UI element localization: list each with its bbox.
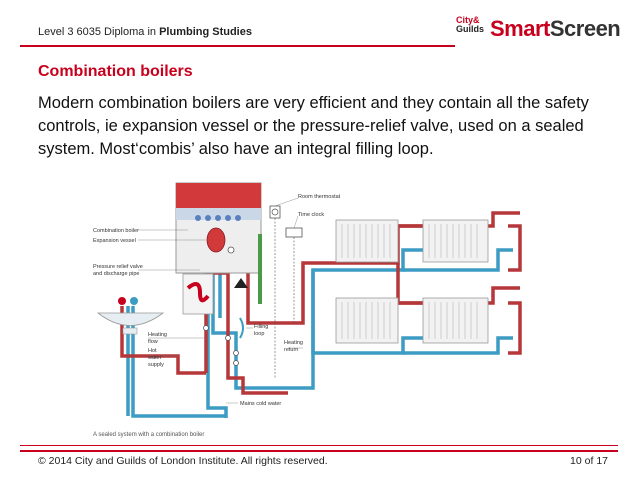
combination-boiler-diagram: Combination boiler Expansion vessel Pres…	[93, 182, 522, 438]
label-hot-water-1: Hot	[148, 348, 157, 354]
wash-basin	[96, 312, 165, 326]
label-hot-water-3: supply	[148, 362, 164, 368]
footer-divider	[20, 445, 618, 446]
label-heating-return-2: return	[284, 347, 298, 353]
room-thermostat-icon	[269, 205, 281, 219]
label-hot-water-2: water	[147, 355, 162, 361]
plate-heat-exchanger	[182, 273, 214, 315]
filling-loop	[239, 317, 244, 339]
label-heating-flow-1: Heating	[148, 332, 167, 338]
radiator-bottom-left	[335, 297, 399, 344]
pump-icon	[234, 278, 248, 288]
copyright-text: © 2014 City and Guilds of London Institu…	[38, 455, 328, 467]
valve-icons	[203, 325, 239, 366]
label-mains-cold-water: Mains cold water	[240, 401, 281, 407]
course-title: Level 3 6035 Diploma in Plumbing Studies	[38, 26, 252, 38]
burner-flames-icon	[195, 215, 241, 221]
radiator-bottom-right	[422, 297, 489, 344]
time-clock-icon	[285, 227, 303, 238]
label-prv-line2: and discharge pipe	[93, 271, 139, 277]
city-guilds-logo: City& Guilds	[456, 15, 485, 34]
slide-body-text: Modern combination boilers are very effi…	[38, 94, 589, 158]
hot-tap-icon	[118, 297, 126, 305]
label-expansion-vessel: Expansion vessel	[93, 238, 136, 244]
label-heating-return-1: Heating	[284, 340, 303, 346]
slide-footer: © 2014 City and Guilds of London Institu…	[0, 441, 638, 479]
header-divider	[20, 45, 455, 47]
slide-header: Level 3 6035 Diploma in Plumbing Studies…	[0, 0, 638, 47]
slide-title: Combination boilers	[38, 63, 193, 80]
diagram-caption: A sealed system with a combination boile…	[93, 432, 204, 438]
expansion-vessel	[206, 227, 226, 253]
cold-tap-icon	[130, 297, 138, 305]
label-heating-flow-2: flow	[148, 339, 158, 345]
hot-water-coil-icon	[186, 282, 210, 303]
radiator-top-right	[422, 219, 489, 263]
page-number: 10 of 17	[570, 455, 608, 467]
pressure-gauge-icon	[227, 246, 235, 254]
footer-bar	[20, 450, 618, 452]
label-combination-boiler: Combination boiler	[93, 228, 139, 234]
control-wiring	[274, 218, 295, 378]
label-room-thermostat: Room thermostat	[298, 194, 341, 200]
city-guilds-smartscreen-logo: City& Guilds SmartScreen	[456, 14, 626, 44]
label-time-clock: Time clock	[298, 212, 324, 218]
smartscreen-wordmark: SmartScreen	[490, 16, 621, 41]
condensate-pipe	[258, 234, 262, 304]
label-filling-loop-1: Filling	[254, 324, 268, 330]
radiator-top-left	[335, 219, 399, 263]
label-filling-loop-2: loop	[254, 331, 264, 337]
label-prv-line1: Pressure relief valve	[93, 264, 143, 270]
